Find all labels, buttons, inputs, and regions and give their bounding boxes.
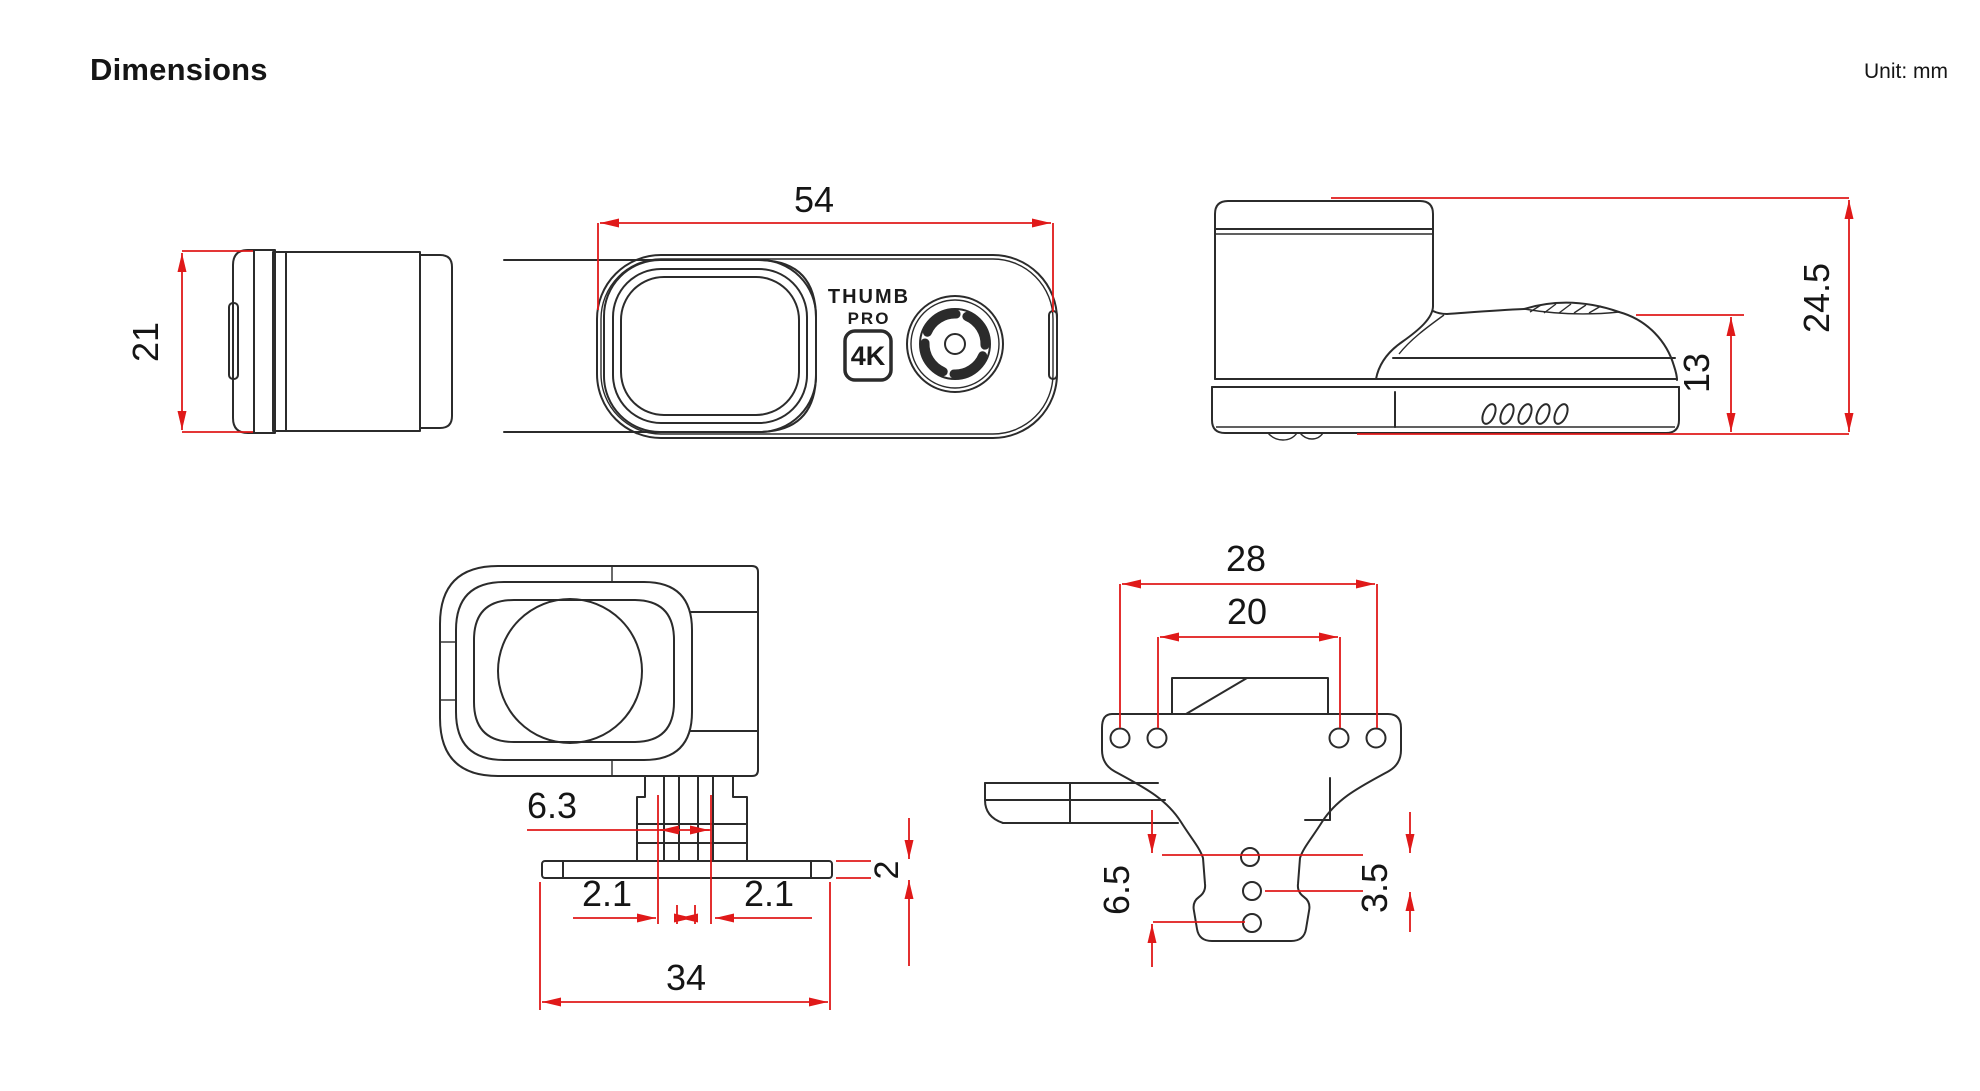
- dim-mount-gaps: 2.1 2.1: [573, 873, 812, 924]
- dim-mount-tab-span: 6.3: [527, 785, 712, 924]
- brand-line2: PRO: [848, 309, 891, 328]
- dim-label-hole-spacing-inner: 20: [1227, 591, 1267, 632]
- mount-plate-outline: [984, 677, 1402, 942]
- dim-front-width: 54: [597, 179, 1054, 312]
- view-front-mounted: 6.3 2.1 2.1 2 34: [439, 565, 914, 1010]
- dim-label-front-width: 54: [794, 179, 834, 220]
- dim-label-side-height: 21: [125, 322, 166, 362]
- dim-label-mount-tab-span: 6.3: [527, 785, 577, 826]
- brand-badge-4k: 4K: [851, 341, 886, 371]
- dim-label-plate-width: 34: [666, 957, 706, 998]
- shutter-button: [906, 295, 1004, 393]
- brand-logo: THUMB PRO 4K: [828, 286, 910, 382]
- dim-total-height: 24.5: [1331, 197, 1854, 435]
- camera-sideview-outline: [1211, 200, 1680, 441]
- brand-line1: THUMB: [828, 286, 910, 308]
- dim-side-height: 21: [125, 250, 253, 433]
- mount-prongs: [636, 775, 748, 862]
- dim-hole-spacing-inner: 20: [1157, 591, 1341, 728]
- dim-label-gap-right: 2.1: [744, 873, 794, 914]
- dim-label-body-height: 13: [1676, 353, 1717, 393]
- dim-hole-span-vertical: 6.5: [1096, 810, 1363, 967]
- view-side-profile: 21: [125, 249, 453, 434]
- mount-screw-holes: [1109, 727, 1387, 933]
- dim-label-hole-span-vertical: 6.5: [1096, 865, 1137, 915]
- view-front: THUMB PRO 4K 54: [503, 179, 1058, 439]
- page-title: Dimensions: [90, 52, 268, 87]
- mount-base-plate: [541, 860, 833, 879]
- dim-label-hole-spacing-outer: 28: [1226, 538, 1266, 579]
- mount-arm: [984, 782, 1179, 824]
- dim-label-gap-left: 2.1: [582, 873, 632, 914]
- button-grip-texture: [1529, 303, 1602, 314]
- camera-front-outline: [503, 254, 1058, 439]
- dim-hole-spacing-outer: 28: [1119, 538, 1378, 728]
- view-side-right: 24.5 13: [1211, 197, 1854, 441]
- dim-plate-width: 34: [539, 882, 831, 1010]
- view-mount-bottom: 28 20 6.5 3.5: [984, 538, 1415, 967]
- camera-side-outline: [228, 249, 453, 434]
- dim-hole-pitch-vertical: 3.5: [1265, 812, 1415, 932]
- dim-label-plate-thickness: 2: [868, 861, 906, 880]
- unit-label: Unit: mm: [1864, 60, 1948, 83]
- dim-plate-thickness: 2: [836, 818, 914, 966]
- speaker-vents: [1481, 403, 1569, 425]
- dim-body-height: 13: [1636, 314, 1744, 432]
- camera-mounted-outline: [439, 565, 759, 777]
- dim-label-hole-pitch-vertical: 3.5: [1354, 863, 1395, 913]
- dim-label-total-height: 24.5: [1796, 263, 1837, 333]
